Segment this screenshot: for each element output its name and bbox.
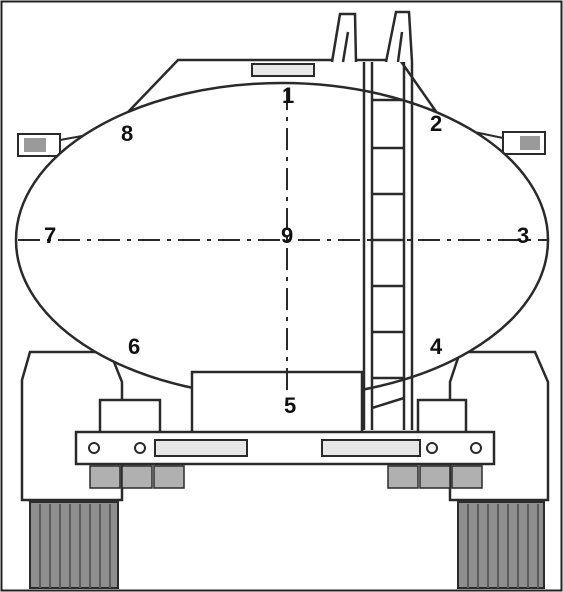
vent-pipes — [330, 10, 414, 63]
left-tail-lights — [89, 465, 185, 489]
point-label-8: 8 — [121, 121, 133, 146]
point-label-7: 7 — [44, 223, 56, 248]
point-label-4: 4 — [430, 334, 443, 359]
right-tail-lights — [387, 465, 483, 489]
point-label-6: 6 — [128, 334, 140, 359]
valve-cabinet — [190, 370, 364, 436]
point-label-5: 5 — [284, 393, 296, 418]
right-bracket — [416, 398, 468, 436]
point-label-3: 3 — [517, 223, 529, 248]
point-label-1: 1 — [282, 83, 294, 108]
manhole-hatch — [251, 63, 315, 77]
right-wheel — [457, 501, 545, 589]
right-marker-lamp — [454, 127, 546, 155]
rear-bumper — [74, 430, 496, 466]
left-marker-lamp — [17, 129, 116, 157]
point-label-2: 2 — [430, 111, 442, 136]
rear-ladder — [362, 62, 414, 430]
left-bracket — [98, 398, 162, 436]
point-label-9: 9 — [281, 223, 293, 248]
left-wheel — [29, 501, 119, 589]
